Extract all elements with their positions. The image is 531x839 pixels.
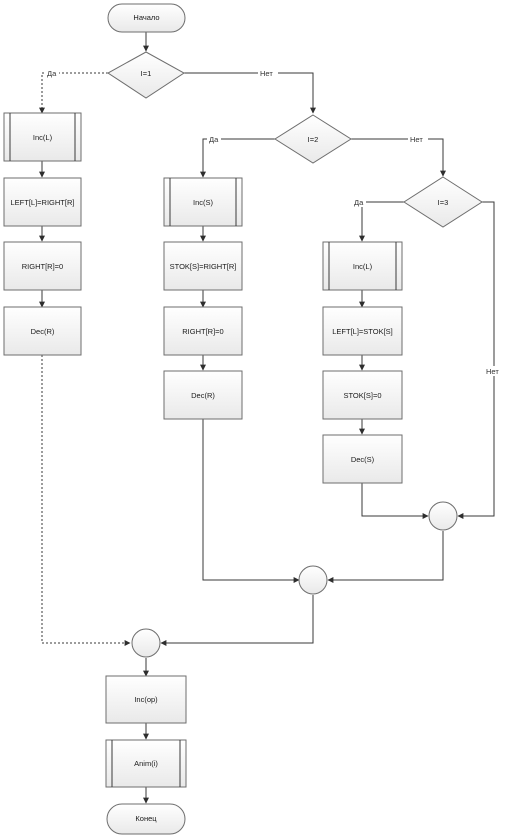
nodes: Начало I=1 Inc(L) LEFT[L]=RIGHT[R] RIGHT…: [3, 3, 483, 835]
label-no-1: Нет: [260, 69, 273, 78]
edge-cond2-no: [351, 138, 446, 177]
end-label: Конец: [135, 814, 157, 823]
edge-decr2-merge2: [202, 419, 300, 583]
merge-connector-3: [131, 628, 161, 658]
dec-s-label: Dec(S): [351, 455, 375, 464]
edge-merge2-merge3: [160, 595, 314, 646]
left-stok-label: LEFT[L]=STOK[S]: [332, 327, 393, 336]
process-left-stok: LEFT[L]=STOK[S]: [322, 306, 403, 356]
decision-i-2-label: I=2: [308, 135, 319, 144]
process-dec-r-1: Dec(R): [3, 306, 82, 356]
process-stok-zero: STOK[S]=0: [322, 370, 403, 420]
inc-l-1-label: Inc(L): [33, 133, 53, 142]
dec-r-2-label: Dec(R): [191, 391, 215, 400]
process-right-zero-2: RIGHT[R]=0: [163, 306, 243, 356]
edge-cond3-no: [457, 201, 495, 519]
stok-right-label: STOK[S]=RIGHT[R]: [170, 262, 237, 271]
subprocess-anim: Anim(i): [105, 739, 187, 788]
edge-decs-merge1: [361, 483, 429, 519]
decision-i-1: I=1: [107, 51, 185, 99]
process-dec-s: Dec(S): [322, 434, 403, 484]
merge-connector-1: [428, 501, 458, 531]
edge-decr1-merge3: [41, 355, 131, 646]
decision-i-2: I=2: [274, 114, 352, 164]
inc-l-2-label: Inc(L): [353, 262, 373, 271]
subprocess-inc-l-2: Inc(L): [322, 241, 403, 291]
connectors: [39, 32, 495, 804]
right-zero-1-label: RIGHT[R]=0: [22, 262, 63, 271]
edge-cond3-yes: [359, 201, 404, 242]
process-left-right: LEFT[L]=RIGHT[R]: [3, 177, 82, 227]
edge-cond1-yes: [39, 72, 108, 114]
label-yes-1: Да: [47, 69, 57, 78]
process-inc-op: Inc(op): [105, 675, 187, 724]
right-zero-2-label: RIGHT[R]=0: [182, 327, 223, 336]
label-no-3: Нет: [486, 367, 499, 376]
process-dec-r-2: Dec(R): [163, 370, 243, 420]
inc-op-label: Inc(op): [134, 695, 158, 704]
process-stok-right: STOK[S]=RIGHT[R]: [163, 241, 243, 291]
dec-r-1-label: Dec(R): [31, 327, 55, 336]
label-yes-3: Да: [354, 198, 364, 207]
edge-labels: Да Нет Да Нет Да Нет: [45, 68, 505, 376]
start-terminator: Начало: [107, 3, 186, 33]
stok-zero-label: STOK[S]=0: [343, 391, 381, 400]
edge-merge1-merge2: [327, 531, 444, 583]
decision-i-1-label: I=1: [141, 69, 152, 78]
edge-cond1-no: [184, 72, 316, 114]
start-label: Начало: [133, 13, 159, 22]
inc-s-label: Inc(S): [193, 198, 214, 207]
merge-connector-2: [298, 565, 328, 595]
label-yes-2: Да: [209, 135, 219, 144]
subprocess-inc-l-1: Inc(L): [3, 112, 82, 162]
left-right-label: LEFT[L]=RIGHT[R]: [11, 198, 75, 207]
decision-i-3: I=3: [403, 176, 483, 228]
label-no-2: Нет: [410, 135, 423, 144]
edge-cond2-yes: [200, 138, 275, 178]
decision-i-3-label: I=3: [438, 198, 449, 207]
process-right-zero-1: RIGHT[R]=0: [3, 241, 82, 291]
subprocess-inc-s: Inc(S): [163, 177, 243, 227]
end-terminator: Конец: [106, 803, 186, 835]
anim-label: Anim(i): [134, 759, 158, 768]
